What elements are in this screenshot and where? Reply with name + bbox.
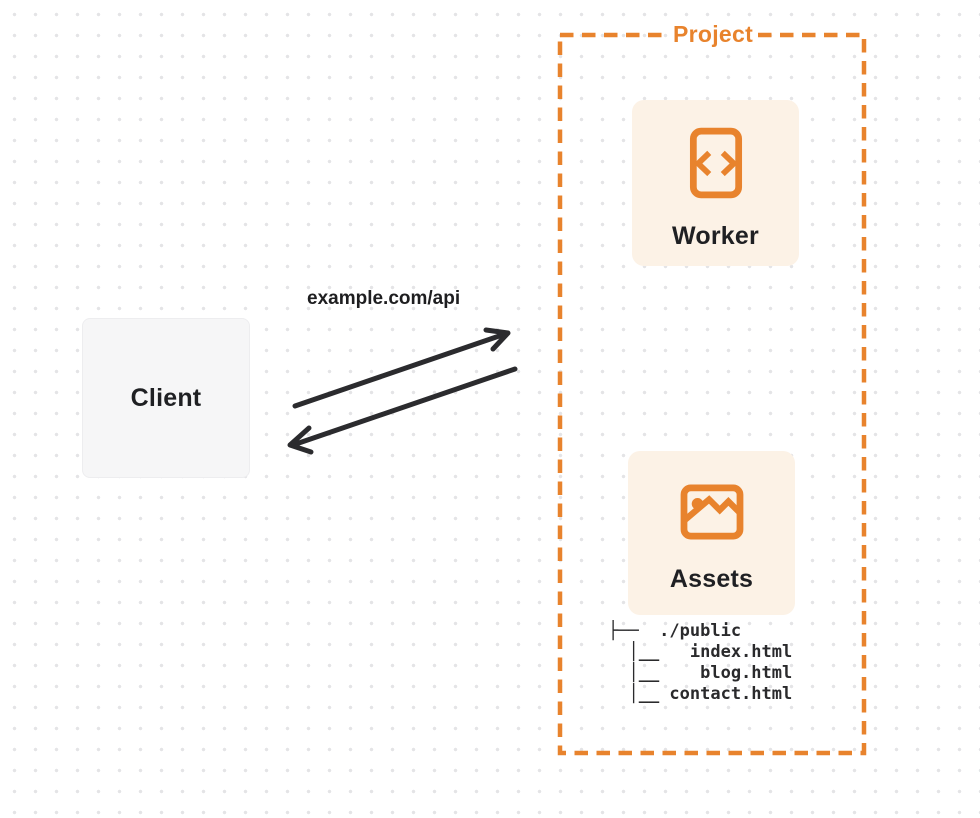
project-label: Project [667,21,759,48]
image-icon [680,484,743,540]
response-arrow [287,366,518,455]
worker-label: Worker [672,222,759,250]
code-document-icon [689,127,742,199]
request-arrow [292,327,511,409]
assets-file-tree: ├── ./public │__ index.html │__ blog.htm… [608,621,793,704]
client-label: Client [130,384,202,412]
request-url-label: example.com/api [307,288,461,309]
assets-node: Assets [628,451,795,615]
client-node: Client [82,318,250,478]
worker-node: Worker [632,100,799,266]
assets-label: Assets [669,565,754,593]
